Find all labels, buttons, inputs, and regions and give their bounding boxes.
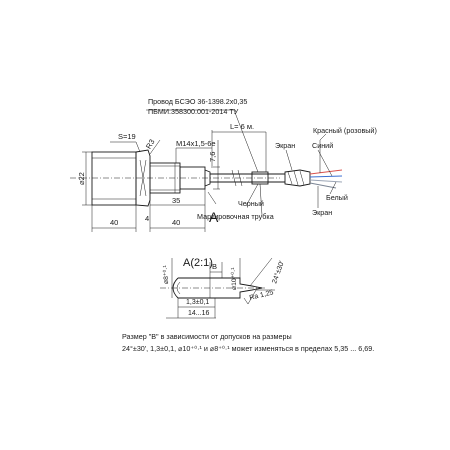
dim-7-6: 7,6 — [208, 152, 217, 162]
dim-40-right: 40 — [172, 218, 180, 227]
dim-angle: 24°±30' — [270, 260, 286, 285]
sensor-main-view — [70, 149, 343, 207]
wire-blue — [309, 175, 343, 178]
label-red: Красный (розовый) — [313, 126, 377, 135]
dim-diameter-22: ⌀22 — [77, 172, 86, 185]
note-line-2: 24°±30', 1,3±0,1, ⌀10⁺⁰·¹ и ⌀8⁺⁰·¹ может… — [122, 344, 375, 353]
thread-spec: М14х1,5-6е — [176, 139, 216, 148]
dim-1-3: 1,3±0,1 — [186, 299, 209, 306]
label-shield-top: Экран — [275, 141, 295, 150]
wire-spec-line-2: ПБМИ.358300.001-2014 ТУ — [148, 107, 239, 116]
detail-tip-profile — [178, 277, 263, 289]
detail-a-view: A(2:1) B ⌀8⁺⁰·¹ ⌀10⁺⁰·¹ 24°±30' Ra 1,25 … — [160, 257, 286, 319]
dim-b: B — [212, 262, 217, 271]
cable-length: L= 6 м. — [230, 122, 254, 131]
callouts: Провод БСЭО 36-1398.2х0,35 ПБМИ.358300.0… — [146, 97, 377, 221]
dim-diameter-10: ⌀10⁺⁰·¹ — [230, 267, 238, 290]
main-dimensions: ⌀22 40 4 40 35 S=19 R3 М14х1,5-6е 7,6 — [77, 122, 267, 232]
wire-white — [309, 179, 343, 183]
label-white: Белый — [326, 193, 348, 202]
threaded-stud — [149, 162, 181, 194]
dim-4: 4 — [145, 214, 149, 223]
label-blue: Синий — [312, 141, 333, 150]
sensor-tip — [179, 166, 206, 190]
dim-40-left: 40 — [110, 218, 118, 227]
detail-title: A(2:1) — [183, 257, 213, 269]
radius-r3: R3 — [144, 138, 157, 151]
dim-14-16: 14...16 — [188, 310, 210, 317]
shield-braid — [284, 169, 311, 187]
wire-shield — [309, 182, 337, 189]
section-mark-a: A — [209, 209, 219, 225]
label-black: Черный — [238, 199, 264, 208]
wire-spec-line-1: Провод БСЭО 36-1398.2х0,35 — [148, 97, 247, 106]
sensor-body — [91, 151, 137, 206]
dim-diameter-8: ⌀8⁺⁰·¹ — [162, 265, 170, 284]
label-marking-tube: Маркировочная трубка — [197, 212, 274, 221]
note-line-1: Размер "В" в зависимости от допусков на … — [122, 332, 292, 341]
dim-35: 35 — [172, 196, 180, 205]
wrench-size: S=19 — [118, 132, 136, 141]
label-shield-bottom: Экран — [312, 208, 332, 217]
wire-red — [309, 169, 343, 175]
roughness: Ra 1,25 — [249, 289, 275, 302]
